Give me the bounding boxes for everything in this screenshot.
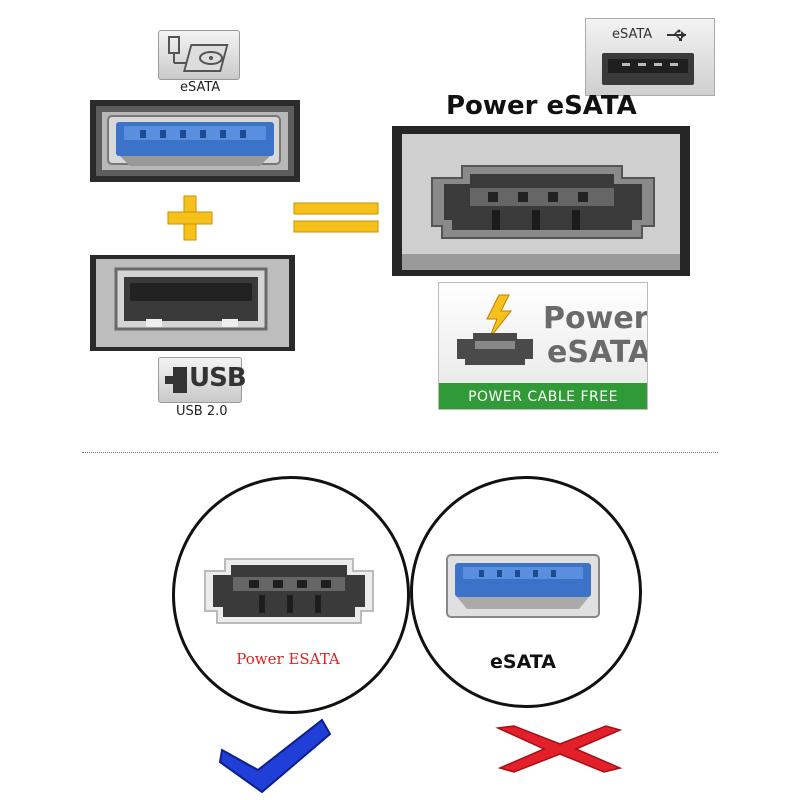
right-circle-label: eSATA <box>490 651 556 673</box>
usb-icon-badge: USB <box>189 363 247 393</box>
hard-drive-icon <box>168 36 229 72</box>
esata-port-photo <box>90 100 300 182</box>
usb-port-photo <box>90 255 295 351</box>
lightning-port-icon <box>457 294 533 365</box>
check-icon <box>218 716 334 794</box>
power-esata-circle: Power ESATA <box>172 476 410 714</box>
badge-footer-text: POWER CABLE FREE <box>468 389 618 405</box>
esata-port-closeup <box>446 554 600 618</box>
corner-port-label: eSATA <box>612 27 653 42</box>
power-esata-port-photo <box>392 126 690 276</box>
left-circle-label: Power ESATA <box>236 650 340 668</box>
section-divider <box>82 452 718 453</box>
usb-trident-icon <box>667 29 686 41</box>
usb-plug-icon <box>165 367 187 393</box>
corner-esata-port-photo: eSATA <box>585 18 715 96</box>
esata-circle: eSATA <box>410 476 642 708</box>
cross-icon <box>494 724 624 774</box>
usb-icon-caption: USB 2.0 <box>176 404 228 419</box>
equals-icon <box>292 200 380 236</box>
esata-icon-caption: eSATA <box>180 80 221 95</box>
page-title: Power eSATA <box>446 91 637 121</box>
badge-line1: Power <box>543 301 648 336</box>
power-esata-badge: Power eSATA POWER CABLE FREE <box>438 282 648 410</box>
badge-footer: POWER CABLE FREE <box>439 383 647 409</box>
badge-line2: eSATA <box>547 335 648 370</box>
usb-icon-box: USB <box>158 357 247 403</box>
esata-drive-icon <box>158 30 240 80</box>
power-esata-port-closeup <box>204 558 374 624</box>
plus-icon <box>166 194 214 242</box>
